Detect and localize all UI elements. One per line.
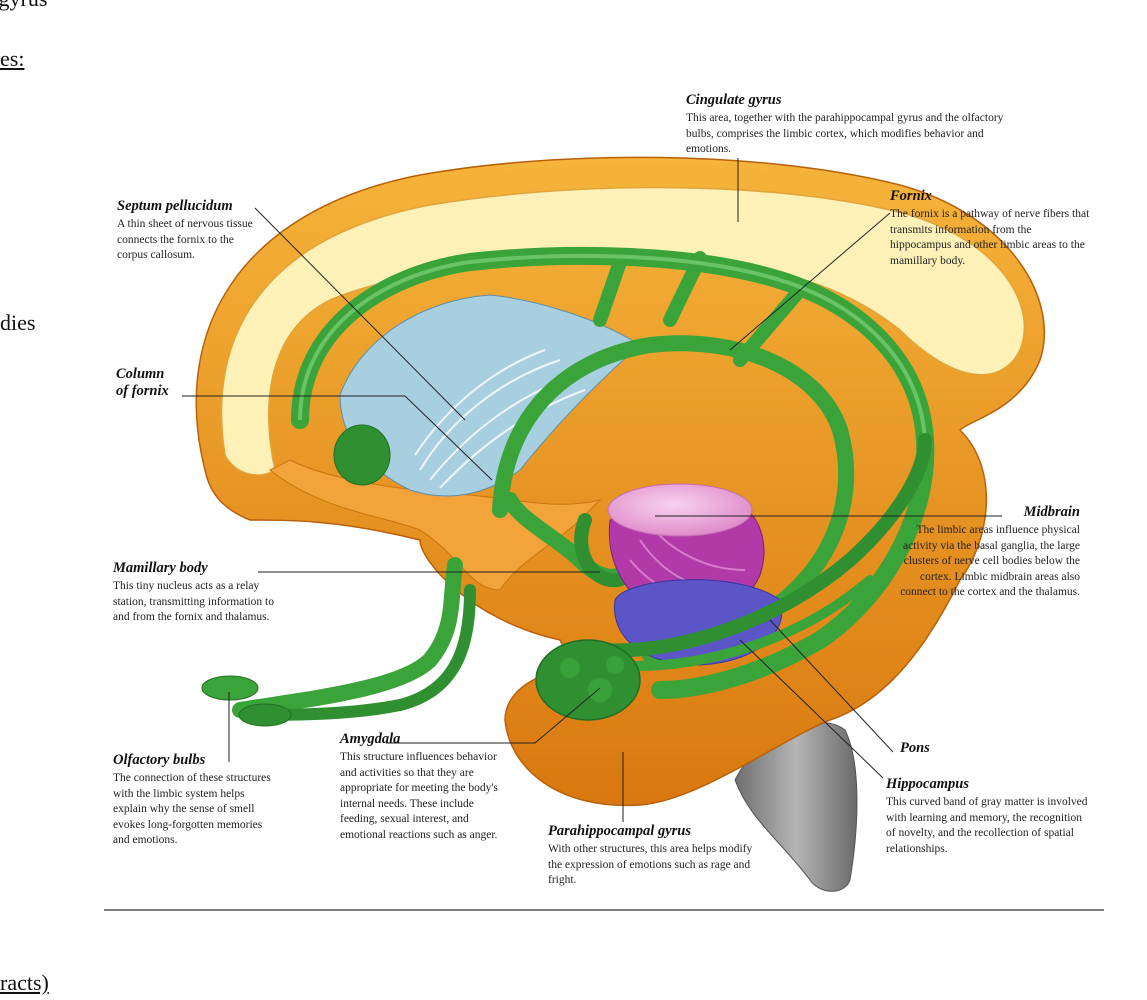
label-desc: With other structures, this area helps m… — [548, 843, 753, 887]
label-septum-pellucidum: Septum pellucidum A thin sheet of nervou… — [117, 198, 257, 264]
amygdala-lobule — [588, 678, 612, 702]
cingulate-band — [220, 186, 1026, 476]
label-amygdala: Amygdala This structure influences behav… — [340, 731, 505, 844]
label-title: Fornix — [890, 188, 932, 204]
label-hippocampus: Hippocampus This curved band of gray mat… — [886, 776, 1091, 857]
label-fornix: Fornix The fornix is a pathway of nerve … — [890, 188, 1090, 269]
page-fragment-top-es: es: — [0, 46, 25, 71]
leader-column — [182, 395, 493, 481]
page-fragment-bottom-tracts: racts) — [0, 970, 49, 995]
page-fragment-top-gyrus: n gyrus — [0, 0, 47, 10]
leader-fornix — [729, 212, 891, 351]
label-title: Column of fornix — [116, 366, 169, 399]
label-desc: The connection of these structures with … — [113, 772, 271, 847]
label-title: Midbrain — [1023, 504, 1080, 520]
label-title: Septum pellucidum — [117, 198, 233, 214]
fornix-highlight — [298, 253, 927, 441]
leader-hippocampus — [739, 639, 884, 779]
fornix-cross-1 — [593, 255, 627, 327]
fornix-cross-2 — [663, 251, 707, 327]
label-desc: The limbic areas influence physical acti… — [900, 524, 1080, 599]
olfactory-tract-2 — [244, 584, 476, 721]
label-title: Mamillary body — [113, 560, 208, 576]
label-title: Hippocampus — [886, 776, 969, 792]
septum-striations — [414, 349, 586, 489]
label-desc: A thin sheet of nervous tissue connects … — [117, 218, 253, 262]
midbrain-top — [607, 483, 753, 537]
olfactory-bulb-shape-2 — [238, 703, 292, 727]
anterior-nucleus-shape — [333, 424, 391, 486]
amygdala-shape — [535, 639, 641, 721]
leader-pons — [769, 619, 894, 753]
label-title: Pons — [900, 740, 930, 756]
olfactory-bulb-shape-1 — [201, 675, 259, 701]
page-fragment-mid-dies: dies — [0, 310, 36, 335]
amygdala-lobule — [560, 658, 580, 678]
hippocampus-band — [593, 433, 932, 658]
fornix-cross-3 — [733, 283, 807, 367]
amygdala-lobule — [606, 656, 624, 674]
label-pons: Pons — [900, 740, 960, 757]
label-desc: This curved band of gray matter is invol… — [886, 796, 1088, 855]
label-parahippocampal-gyrus: Parahippocampal gyrus With other structu… — [548, 823, 758, 889]
leader-amygdala — [386, 687, 601, 744]
label-title: Olfactory bulbs — [113, 752, 206, 768]
label-mamillary-body: Mamillary body This tiny nucleus acts as… — [113, 560, 293, 626]
label-desc: This area, together with the parahippoca… — [686, 112, 1004, 156]
label-desc: This structure influences behavior and a… — [340, 751, 498, 841]
label-title: Amygdala — [340, 731, 401, 747]
olfactory-tract — [232, 557, 463, 718]
label-desc: The fornix is a pathway of nerve fibers … — [890, 208, 1090, 267]
leader-septum — [254, 207, 466, 421]
label-title: Cingulate gyrus — [686, 92, 782, 108]
label-title: Parahippocampal gyrus — [548, 823, 691, 839]
label-cingulate-gyrus: Cingulate gyrus This area, together with… — [686, 92, 1026, 158]
label-midbrain: Midbrain The limbic areas influence phys… — [900, 504, 1080, 601]
label-olfactory-bulbs: Olfactory bulbs The connection of these … — [113, 752, 278, 849]
label-desc: This tiny nucleus acts as a relay statio… — [113, 580, 274, 624]
label-column-of-fornix: Column of fornix — [116, 366, 206, 400]
